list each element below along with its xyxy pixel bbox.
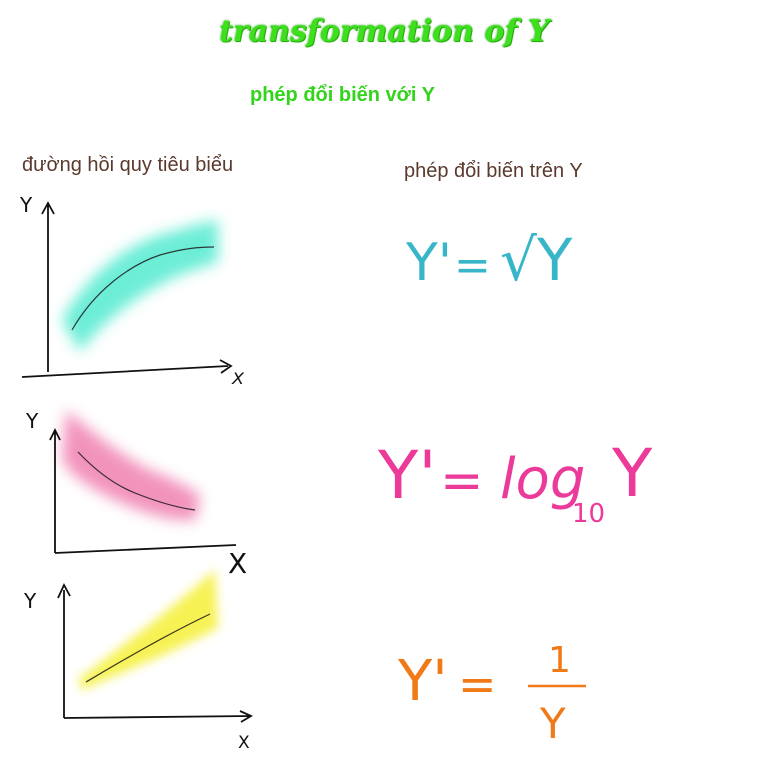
page-title: transformation of Y	[219, 14, 549, 49]
formula-2-eq: =	[440, 451, 484, 511]
page-subtitle: phép đổi biến với Y	[250, 84, 435, 106]
regression-line-2	[77, 451, 196, 511]
formula-3: Y' = 1 Y	[397, 640, 586, 748]
y-axis-label-2: Y	[25, 409, 39, 433]
x-axis-3	[63, 710, 253, 723]
formula-3-eq: =	[458, 657, 497, 711]
x-axis-label-3: X	[238, 733, 250, 753]
plot-1	[21, 201, 233, 378]
formula-1-lhs: Y'	[405, 233, 452, 293]
x-axis-label-1: X	[231, 369, 245, 388]
plot-2	[49, 410, 237, 554]
formula-2-func: log	[500, 447, 585, 512]
y-axis-1	[41, 201, 55, 372]
y-axis-3	[57, 582, 71, 718]
y-axis-label-1: Y	[19, 193, 33, 217]
band-3	[78, 570, 218, 690]
formula-3-den: Y	[539, 699, 566, 748]
formula-2-lhs: Y'	[377, 437, 436, 514]
band-1	[62, 220, 218, 352]
formula-1-rhs: √Y	[500, 226, 573, 294]
y-axis-2	[49, 427, 61, 553]
x-axis-1	[21, 359, 233, 378]
right-column-header: phép đổi biến trên Y	[404, 160, 583, 182]
y-axis-label-3: Y	[23, 589, 37, 613]
formula-2: Y' = log 10 Y	[377, 435, 653, 529]
formula-3-num: 1	[548, 640, 571, 681]
formula-2-sub: 10	[572, 499, 605, 529]
x-axis-label-2: X	[228, 547, 247, 580]
formula-2-arg: Y	[611, 435, 653, 512]
regression-line-1	[71, 246, 215, 331]
regression-line-3	[85, 613, 211, 683]
formula-1-eq: =	[454, 240, 491, 291]
formula-1: Y' = √Y	[405, 226, 573, 294]
formula-3-lhs: Y'	[397, 649, 448, 714]
band-2	[62, 410, 200, 521]
plot-3	[57, 570, 253, 723]
left-column-header: đường hồi quy tiêu biểu	[22, 154, 234, 176]
x-axis-2	[54, 544, 237, 554]
